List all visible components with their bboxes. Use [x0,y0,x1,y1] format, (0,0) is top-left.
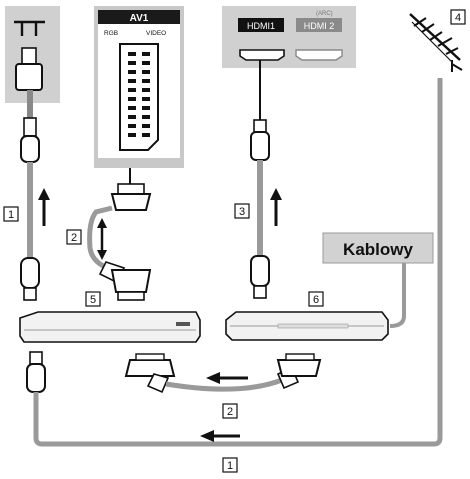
scart-cable-top [87,168,152,301]
number-label-2-bottom: 2 [222,403,238,419]
scart-pin [142,124,150,128]
hdmi2-label: HDMI 2 [304,21,335,31]
av1-video-label: VIDEO [146,30,166,37]
hdmi-panel: (ARC) HDMI1 HDMI 2 [222,6,356,68]
scart-pin [142,79,150,83]
number-label-6: 6 [308,291,324,307]
number-1-bottom-text: 1 [227,460,233,472]
number-3-text: 3 [239,206,245,218]
scart-pin [128,106,136,110]
number-2-top-text: 2 [71,232,77,244]
av1-panel: AV1 RGB VIDEO [94,6,184,168]
cable-box-device [225,311,389,341]
antenna-socket-panel [5,6,60,103]
hdmi-socket-icon [239,49,343,61]
scart-bottom-arrow-icon [206,372,248,384]
scart-pin [128,133,136,137]
hdmi2-arc-label: (ARC) [316,11,333,17]
arrow-up-icon [38,188,50,226]
antenna-cable-top [20,90,40,301]
number-label-5: 5 [85,291,101,307]
scart-pin [142,115,150,119]
av1-rgb-label: RGB [104,30,118,37]
cable-box-label: Kablowy [322,232,434,264]
scart-pin [142,133,150,137]
scart-pin [128,88,136,92]
scart-pin [142,88,150,92]
scart-pin [142,106,150,110]
hdmi-arrow-up-icon [270,188,282,226]
hdmi-cable [250,60,270,299]
number-label-1-bottom: 1 [222,457,238,473]
antenna-cable-bottom [26,78,443,447]
number-1-top-text: 1 [8,209,14,221]
scart-socket-icon [119,43,159,151]
number-label-3: 3 [234,203,250,219]
scart-pin [128,70,136,74]
scart-pin [128,52,136,56]
scart-pin [128,61,136,65]
number-label-4: 4 [450,9,466,25]
scart-pin [128,115,136,119]
scart-pin [128,97,136,101]
antenna-socket-icon [14,20,45,36]
scart-top-arrow-icon [97,218,107,260]
av1-title: AV1 [130,13,149,24]
scart-cable-bottom [124,353,322,394]
number-2-bottom-text: 2 [227,406,233,418]
scart-pin [142,70,150,74]
number-4-text: 4 [455,12,461,24]
number-label-2-top: 2 [66,229,82,245]
number-6-text: 6 [313,294,319,306]
cable-box-text: Kablowy [343,240,413,259]
recorder-device [19,311,201,343]
aerial-antenna-icon [409,13,463,72]
hdmi1-label: HDMI1 [247,21,275,31]
scart-pin [142,97,150,101]
number-label-1-top: 1 [3,206,19,222]
scart-pin [128,124,136,128]
scart-pin [142,52,150,56]
scart-pin [128,79,136,83]
bottom-arrow-icon [200,430,240,442]
number-5-text: 5 [90,294,96,306]
scart-pin [142,61,150,65]
